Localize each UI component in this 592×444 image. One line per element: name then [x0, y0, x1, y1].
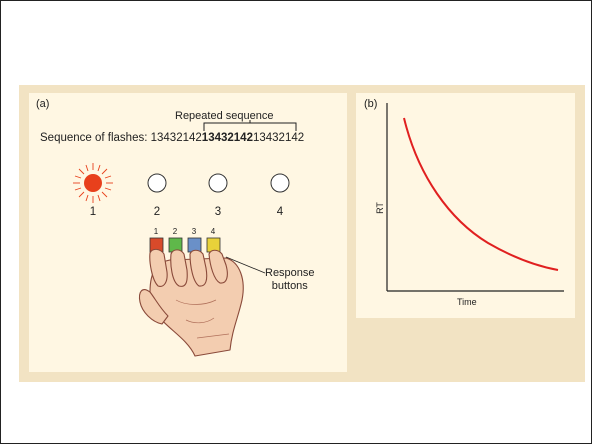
response-buttons-callout: Response buttons [265, 267, 315, 293]
light-number-3: 3 [214, 206, 222, 218]
sequence-pre: 13432142 [150, 132, 202, 144]
thumb [138, 289, 169, 325]
finger-1 [149, 248, 168, 287]
sequence-line: Sequence of flashes: 1343214213432142134… [40, 132, 304, 144]
hand-illustration [138, 248, 244, 357]
finger-2 [170, 249, 188, 287]
light-1-bulb [84, 174, 102, 192]
rt-curve [403, 117, 559, 271]
light-2 [147, 173, 167, 193]
finger-4 [208, 249, 228, 284]
callout-leader-line [225, 256, 266, 274]
sequence-repeat: 13432142 [201, 132, 253, 144]
button-number-1: 1 [153, 227, 159, 236]
response-buttons [149, 237, 221, 253]
chart-axes [386, 103, 564, 292]
light-number-2: 2 [153, 206, 161, 218]
button-number-4: 4 [210, 227, 216, 236]
x-axis-label: Time [457, 297, 477, 307]
light-3 [208, 173, 228, 193]
repeated-sequence-bracket [203, 122, 297, 131]
button-number-3: 3 [191, 227, 197, 236]
hand-details [175, 299, 230, 339]
repeated-sequence-label: Repeated sequence [175, 110, 274, 122]
callout-line-1: Response [265, 267, 315, 279]
light-number-4: 4 [276, 206, 284, 218]
sequence-prefix: Sequence of flashes: [40, 132, 148, 144]
light-rays [73, 163, 113, 203]
sequence-post: 13432142 [252, 132, 305, 144]
finger-3 [189, 249, 208, 287]
panel-b-label: (b) [364, 98, 378, 110]
callout-line-2: buttons [271, 280, 308, 292]
light-1-lit [73, 163, 113, 203]
light-4 [270, 173, 290, 193]
panel-a-label: (a) [36, 98, 50, 110]
light-number-1: 1 [89, 206, 97, 218]
panel-b [356, 93, 575, 318]
button-number-2: 2 [172, 227, 178, 236]
